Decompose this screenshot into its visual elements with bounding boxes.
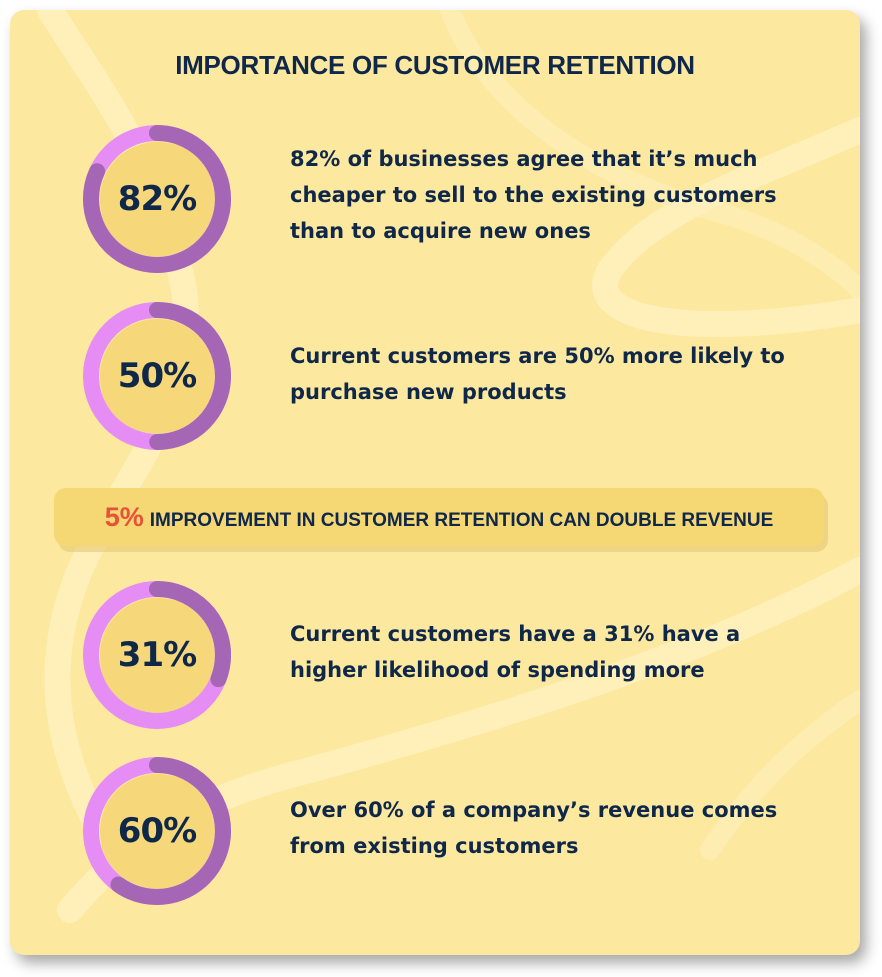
stat-value: 60%: [117, 811, 197, 851]
stat-description: Over 60% of a company’s revenue comes fr…: [290, 798, 778, 858]
infographic-card: IMPORTANCE OF CUSTOMER RETENTION 82% 82%…: [10, 10, 860, 955]
highlight-banner: 5%IMPROVEMENT IN CUSTOMER RETENTION CAN …: [54, 488, 824, 546]
stat-description: Current customers are 50% more likely to…: [290, 344, 785, 404]
page-title: IMPORTANCE OF CUSTOMER RETENTION: [175, 50, 695, 80]
donut-progress-icon: [83, 302, 231, 450]
donut-progress-icon: [83, 581, 231, 729]
stat-value: 82%: [117, 179, 197, 219]
banner-text: 5%IMPROVEMENT IN CUSTOMER RETENTION CAN …: [54, 488, 824, 546]
stat-ring-60: 60%: [82, 756, 232, 906]
banner-message: IMPROVEMENT IN CUSTOMER RETENTION CAN DO…: [149, 510, 774, 531]
donut-progress-icon: [83, 125, 231, 273]
stat-ring-82: 82%: [82, 124, 232, 274]
stat-ring-31: 31%: [82, 580, 232, 730]
stat-value: 31%: [117, 635, 197, 675]
stat-value: 50%: [117, 356, 197, 396]
donut-progress-icon: [83, 757, 231, 905]
banner-highlight: 5%: [104, 502, 144, 532]
stat-description: Current customers have a 31% have a high…: [290, 622, 741, 682]
stat-description: 82% of businesses agree that it’s much c…: [290, 147, 777, 243]
stat-ring-50: 50%: [82, 301, 232, 451]
